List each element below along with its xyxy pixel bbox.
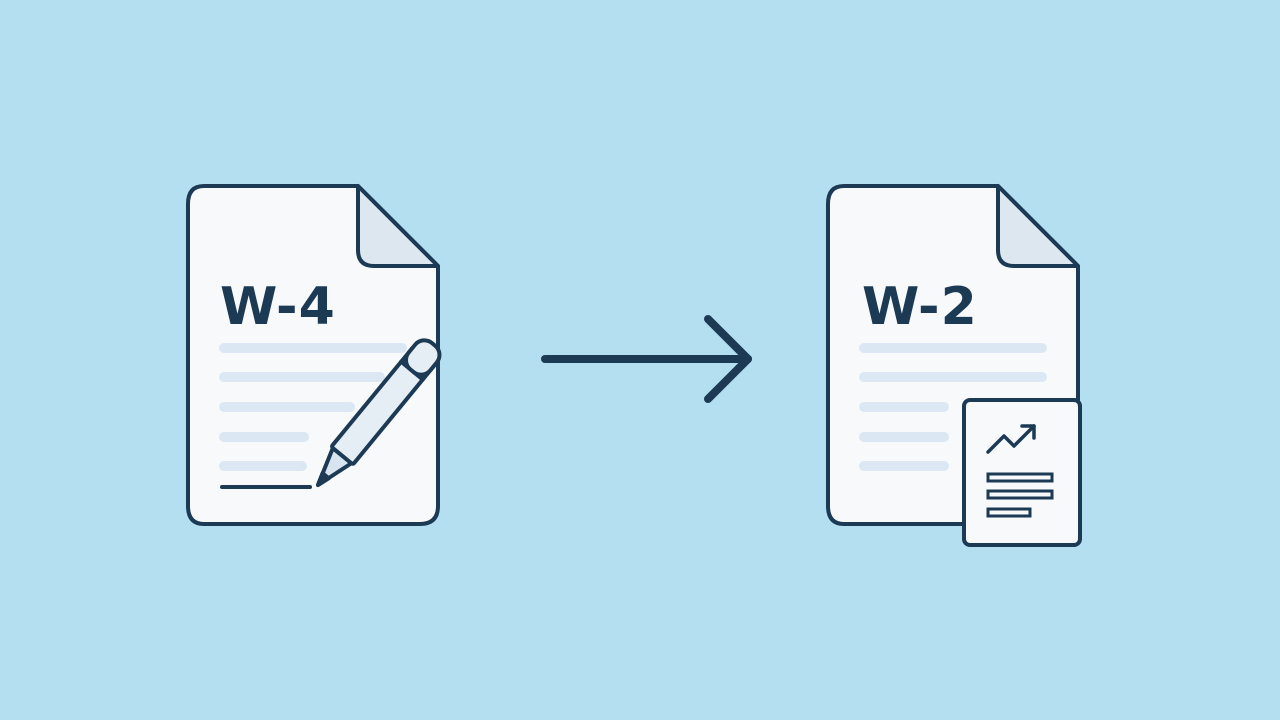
report-line bbox=[986, 472, 1054, 483]
pencil-lead bbox=[316, 471, 331, 487]
w4-title: W-4 bbox=[220, 277, 336, 337]
report-line bbox=[986, 489, 1054, 500]
report-chart-icon bbox=[962, 398, 1082, 547]
w4-document: W-4 bbox=[186, 184, 442, 526]
trend-up-icon bbox=[986, 424, 1036, 454]
pencil-eraser bbox=[404, 338, 442, 377]
w2-title: W-2 bbox=[862, 277, 978, 337]
w2-page-fold bbox=[996, 184, 1080, 268]
w2-document: W-2 bbox=[826, 184, 1082, 547]
report-line bbox=[986, 507, 1032, 518]
pencil-icon bbox=[316, 338, 442, 487]
report-lines bbox=[986, 472, 1054, 518]
arrow-right-icon bbox=[541, 315, 752, 403]
w4-text-lines bbox=[219, 343, 407, 471]
w2-text-lines bbox=[859, 343, 1047, 471]
w4-page-fold bbox=[356, 184, 440, 268]
